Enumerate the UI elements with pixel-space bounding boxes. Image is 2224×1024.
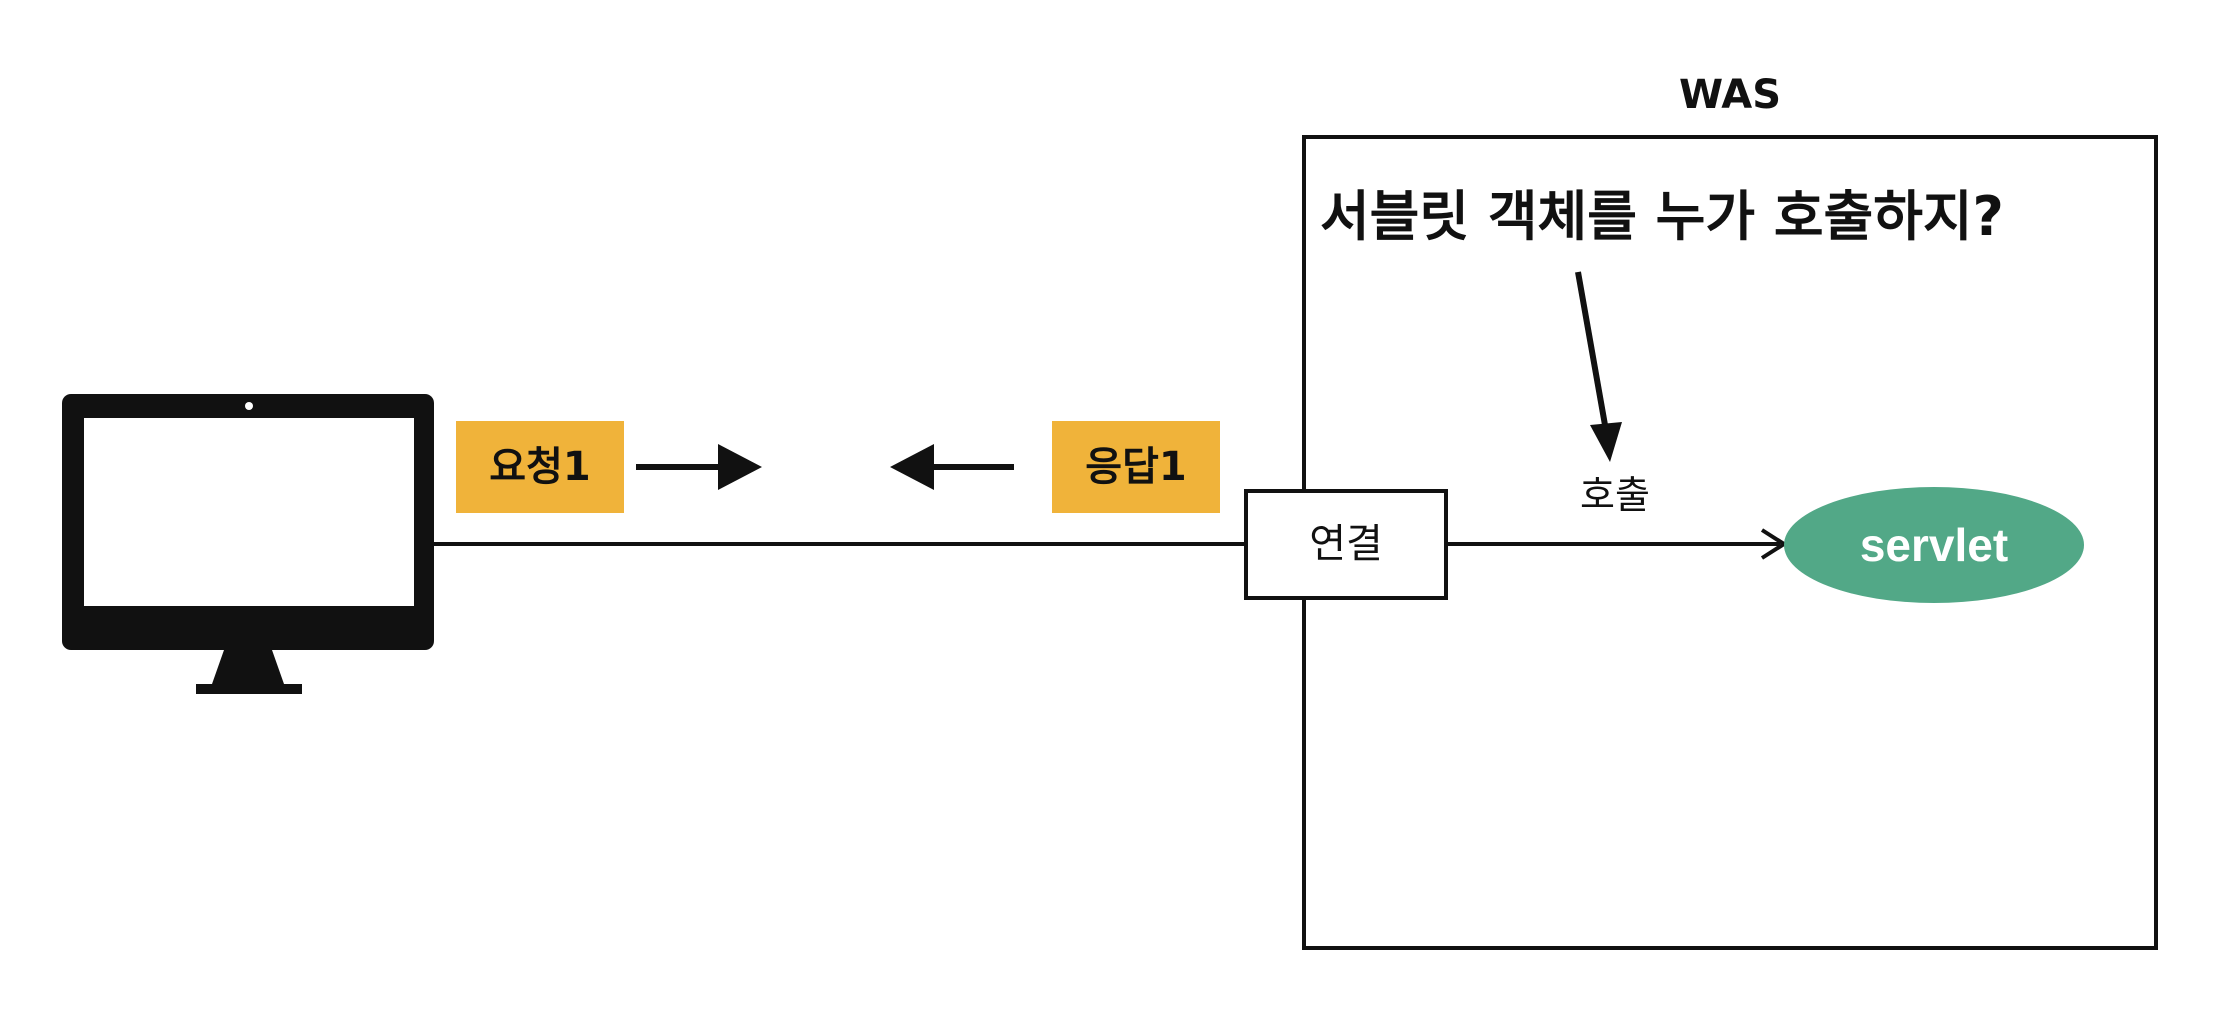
desktop-monitor-icon: [62, 394, 434, 694]
was-label: WAS: [1678, 72, 1782, 118]
connection-node: 연결: [1244, 489, 1448, 600]
servlet-node: servlet: [1784, 487, 2084, 603]
request-tag: 요청1: [456, 421, 624, 513]
request-arrow-icon: [636, 444, 762, 490]
question-text: 서블릿 객체를 누가 호출하지?: [1320, 185, 2004, 248]
response-tag: 응답1: [1052, 421, 1220, 513]
response-arrow-icon: [890, 444, 1014, 490]
call-label: 호출: [1580, 473, 1650, 517]
question-pointer-arrow: [1575, 271, 1622, 462]
